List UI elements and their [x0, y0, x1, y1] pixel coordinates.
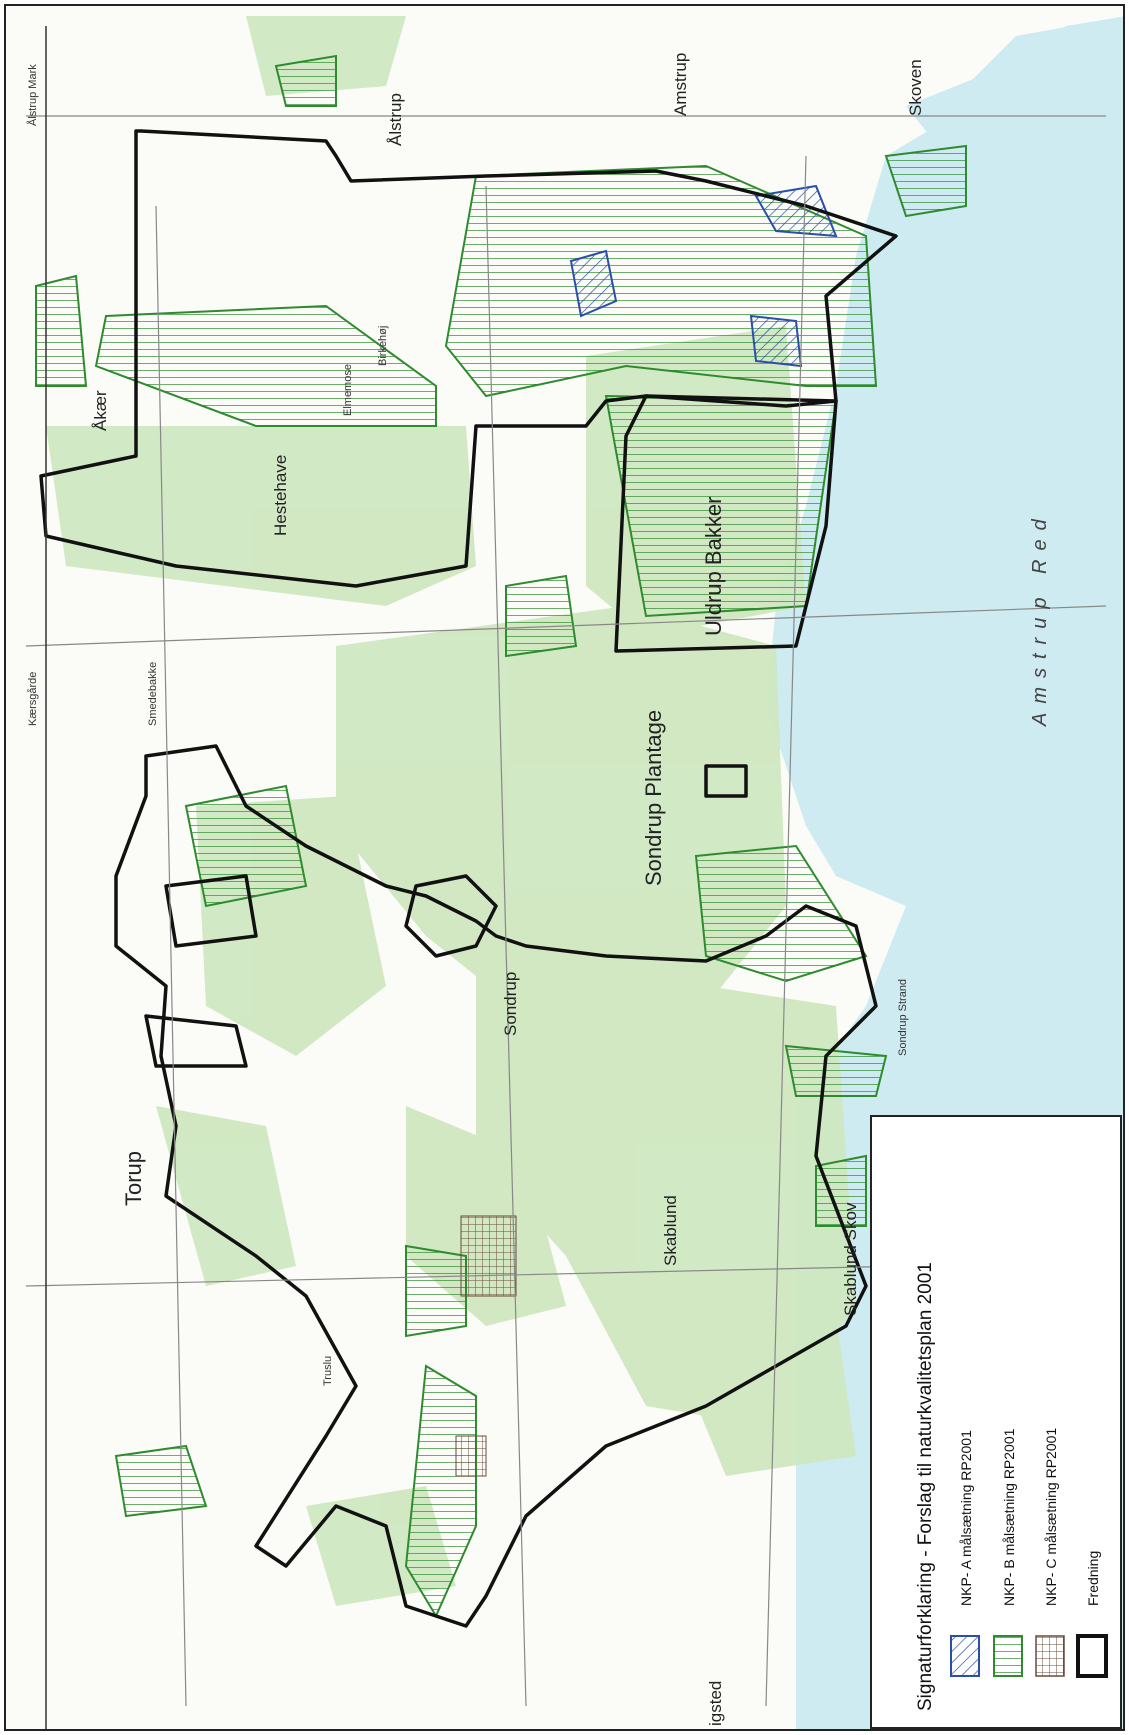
place-elmemose: Elmemose [342, 364, 354, 416]
place-skablund-skov: Skablund Skov [841, 1202, 860, 1316]
legend-label-nkp-a: NKP- A målsætning RP2001 [958, 1430, 974, 1606]
place-birkehoj: Birkehøj [377, 326, 389, 366]
place-igsted: igsted [706, 1681, 725, 1726]
bay-area [906, 16, 1123, 166]
place-uldrup-bakker: Uldrup Bakker [701, 497, 726, 636]
place-alstrup-mark: Ålstrup Mark [26, 64, 39, 126]
legend-swatch-nkp-b [993, 1635, 1023, 1677]
map-frame: Ålstrup Amstrup Skoven Åkær Hestehave El… [4, 4, 1125, 1731]
legend: Signaturforklaring - Forslag til naturkv… [870, 1115, 1122, 1729]
map-canvas[interactable]: Ålstrup Amstrup Skoven Åkær Hestehave El… [6, 6, 1125, 1731]
legend-title: Signaturforklaring - Forslag til naturkv… [915, 1262, 936, 1711]
fredning-small-2 [144, 1014, 248, 1068]
place-sondrup-plantage: Sondrup Plantage [641, 710, 666, 886]
fredning-south [114, 744, 878, 1628]
place-sondrup-strand: Sondrup Strand [897, 979, 909, 1056]
place-hestehave: Hestehave [271, 455, 290, 536]
legend-swatch-fredning [1076, 1634, 1108, 1678]
place-kaersgaarde: Kærsgårde [27, 672, 39, 726]
place-amstrup: Amstrup [671, 53, 690, 116]
fredning-small-3 [704, 764, 748, 798]
legend-swatch-nkp-a [950, 1635, 980, 1677]
place-truslu: Truslu [322, 1356, 334, 1386]
roads [25, 26, 1107, 1729]
legend-label-nkp-c: NKP- C målsætning RP2001 [1043, 1428, 1059, 1606]
place-torup: Torup [121, 1151, 146, 1206]
nkp-c-areas [455, 1215, 517, 1477]
place-skoven: Skoven [906, 59, 925, 116]
legend-label-nkp-b: NKP- B målsætning RP2001 [1001, 1428, 1017, 1606]
place-aakaer: Åkær [91, 390, 110, 431]
place-labels: Ålstrup Amstrup Skoven Åkær Hestehave El… [26, 53, 1051, 1726]
place-alstrup: Ålstrup [386, 93, 405, 146]
place-skablund: Skablund [661, 1195, 680, 1266]
place-smedebakke: Smedebakke [147, 662, 159, 726]
legend-label-fredning: Fredning [1085, 1551, 1101, 1606]
fredning-sondrup-village [404, 874, 498, 958]
place-sondrup: Sondrup [501, 972, 520, 1036]
water-amstrup-red: Amstrup Red [1029, 510, 1051, 727]
fredning-uldrup [614, 394, 838, 653]
legend-swatch-nkp-c [1035, 1635, 1065, 1677]
fredning-small-1 [164, 874, 258, 948]
